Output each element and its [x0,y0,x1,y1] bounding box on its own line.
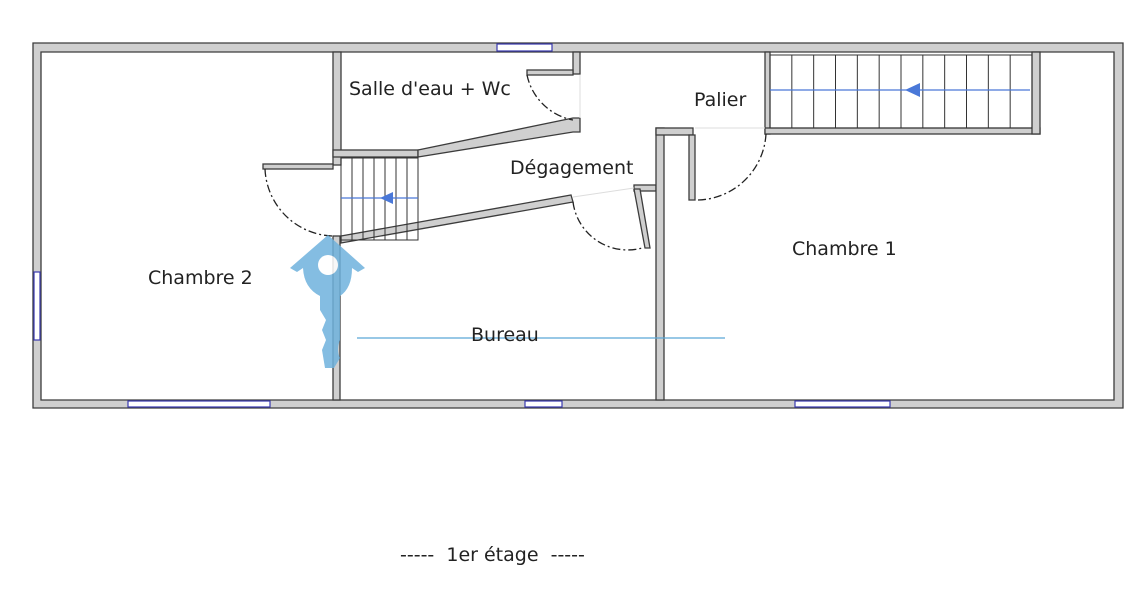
staircase-lower [340,157,419,241]
stair-outline [340,157,419,241]
staircase-top [769,54,1033,129]
window-bureau-bottom [524,400,563,408]
room-label-degagement: Dégagement [510,157,633,179]
room-label-palier: Palier [694,89,746,111]
interior-walls [262,51,1041,401]
room-label-chambre1: Chambre 1 [792,238,897,260]
room-label-chambre2: Chambre 2 [148,267,253,289]
window-left [33,271,41,341]
stair-arrow-icon [380,192,393,204]
door-swings [264,74,767,251]
room-label-bureau: Bureau [471,324,539,346]
key-logo-icon [290,235,365,368]
window-top [496,43,553,52]
window-chambre2-bottom [127,400,271,408]
window-chambre1-bottom [794,400,891,408]
outer-walls [32,42,1124,409]
floor-caption: ----- 1er étage ----- [400,544,585,566]
stair-arrow-icon [905,83,920,97]
room-label-salle-eau: Salle d'eau + Wc [349,78,511,100]
